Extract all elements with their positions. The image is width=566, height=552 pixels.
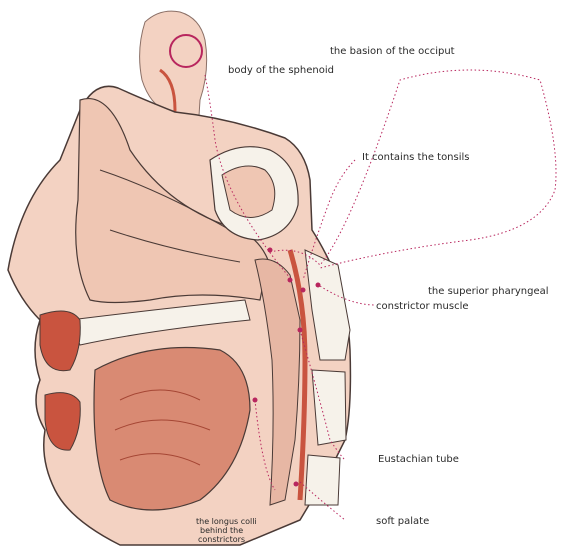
label-pointers [204,69,557,521]
soft-palate-leader-line [299,481,346,521]
label-superior-pharyngeal-1: the superior pharyngeal [428,286,549,297]
inset-focus-circle [169,34,203,68]
superior-pharyngeal-leader-line [319,285,376,306]
longus-leader-line [254,399,276,491]
label-eustachian: Eustachian tube [378,454,459,465]
inset-head-thumbnail [139,10,208,133]
label-sphenoid: body of the sphenoid [228,65,334,76]
label-longus-line-3: constrictors [198,535,246,544]
sphenoid-leader-line [204,74,291,279]
main-head-section [7,85,352,546]
label-superior-pharyngeal-2: constrictor muscle [376,301,469,312]
pointer-dots [252,247,321,487]
label-longus-line-2: behind the [200,526,244,535]
label-basion: the basion of the occiput [330,46,455,57]
label-tonsils: It contains the tonsils [362,152,470,163]
eustachian-leader-line [299,329,346,461]
basion-leader-line [269,69,557,269]
label-soft-palate: soft palate [376,516,430,527]
label-longus-line-1: the longus colli [196,517,257,526]
